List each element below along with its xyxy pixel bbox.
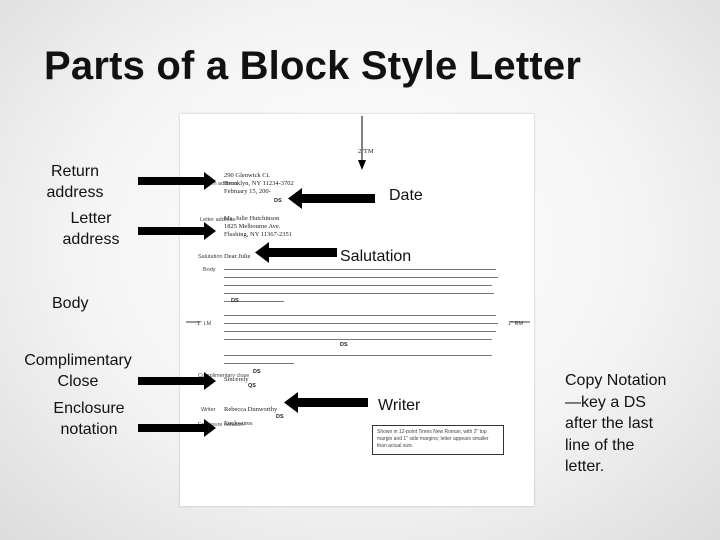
inside-address-line-2: 1825 Melbourne Ave. — [224, 223, 281, 230]
date-line: February 15, 200- — [224, 188, 271, 195]
side-label-writer: Writer — [201, 407, 216, 413]
writer-name-line: Rebecca Dunworthy — [224, 406, 278, 413]
return-address-arrow — [204, 172, 216, 190]
top-margin-note: 2"TM — [358, 148, 374, 155]
letter-address-arrow — [204, 222, 216, 240]
side-label-enclosure: Enclosure notation — [198, 422, 244, 428]
body-text-line — [224, 277, 498, 279]
right-arrows — [255, 188, 375, 413]
salutation-label: Salutation — [340, 248, 412, 265]
complimentary-close-arrow — [204, 372, 216, 390]
qs-mark: QS — [248, 383, 256, 389]
complimentary-close-line: Sincerely — [224, 376, 249, 383]
return-address-line-1: 290 Glenwick Ct. — [224, 172, 271, 179]
slide-title: Parts of a Block Style Letter — [44, 44, 582, 88]
ds-mark-para-1: DS — [231, 298, 239, 304]
body-text-line — [224, 315, 496, 317]
right-margin-note: 1" RM — [508, 321, 524, 327]
ds-mark-para-2: DS — [340, 342, 348, 348]
body-text-line — [224, 363, 294, 365]
return-address-label: Return address — [46, 163, 104, 201]
body-text-line — [224, 269, 496, 271]
side-label-body: Body — [203, 267, 216, 273]
ds-mark-date: DS — [274, 198, 282, 204]
inside-address-line-1: Ms. Julie Hutchinson — [224, 215, 280, 222]
enclosure-notation-label: Enclosure notation — [53, 400, 125, 438]
salutation-line: Dear Julie — [224, 253, 251, 260]
side-label-return: Return address — [200, 181, 238, 187]
enclosure-line: Enclosures — [224, 420, 253, 427]
body-text-line — [224, 339, 492, 341]
writer-arrow — [284, 392, 298, 413]
enclosure-arrow — [204, 419, 216, 437]
ds-mark-writer: DS — [276, 414, 284, 420]
writer-label: Writer — [378, 397, 421, 414]
ds-mark-close: DS — [253, 369, 261, 375]
inside-address-line-3: Flushing, NY 11367-2351 — [224, 231, 292, 238]
body-text-line — [224, 355, 492, 357]
left-margin-note: 1" LM — [197, 321, 212, 327]
salutation-arrow — [255, 242, 269, 263]
side-label-letter-address: Letter address — [200, 217, 236, 223]
date-label: Date — [389, 187, 423, 204]
body-text-line — [224, 301, 284, 303]
body-text-line — [224, 293, 494, 295]
body-label: Body — [52, 295, 89, 312]
letter-address-label: Letter address — [62, 210, 120, 248]
side-label-close: Complimentary close — [198, 373, 250, 379]
side-label-salutation: Salutation — [198, 254, 223, 260]
complimentary-close-label: Complimentary Close — [24, 352, 132, 390]
body-text-line — [224, 323, 498, 325]
body-text-line — [224, 331, 496, 333]
letter-size-note-text: Shown in 12-point Times New Roman, with … — [377, 429, 489, 449]
body-text-line — [224, 285, 492, 287]
left-arrows — [138, 172, 216, 437]
date-arrow — [288, 188, 302, 209]
return-address-line-2: Brooklyn, NY 11234-3702 — [224, 180, 294, 187]
letter-size-note-box: Shown in 12-point Times New Roman, with … — [372, 425, 504, 455]
copy-notation-label: Copy Notation —key a DS after the last l… — [565, 372, 667, 475]
